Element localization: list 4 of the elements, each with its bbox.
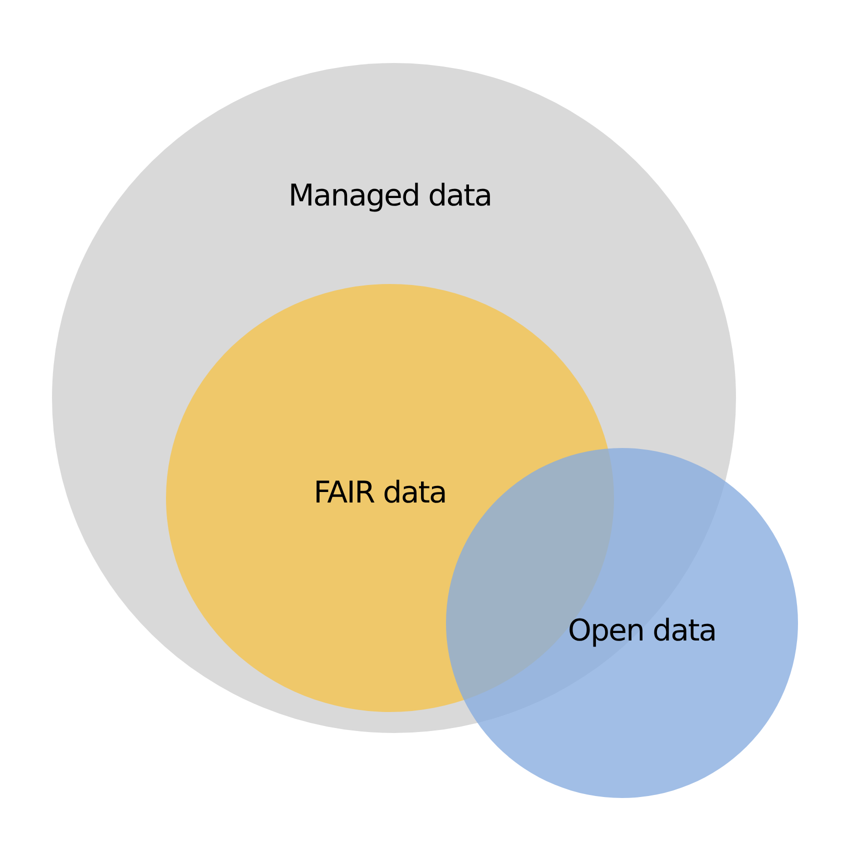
circle-label: FAIR data — [314, 476, 446, 510]
circle-label: Open data — [568, 614, 716, 648]
circle-label: Managed data — [288, 178, 492, 214]
venn-circle — [446, 448, 798, 798]
